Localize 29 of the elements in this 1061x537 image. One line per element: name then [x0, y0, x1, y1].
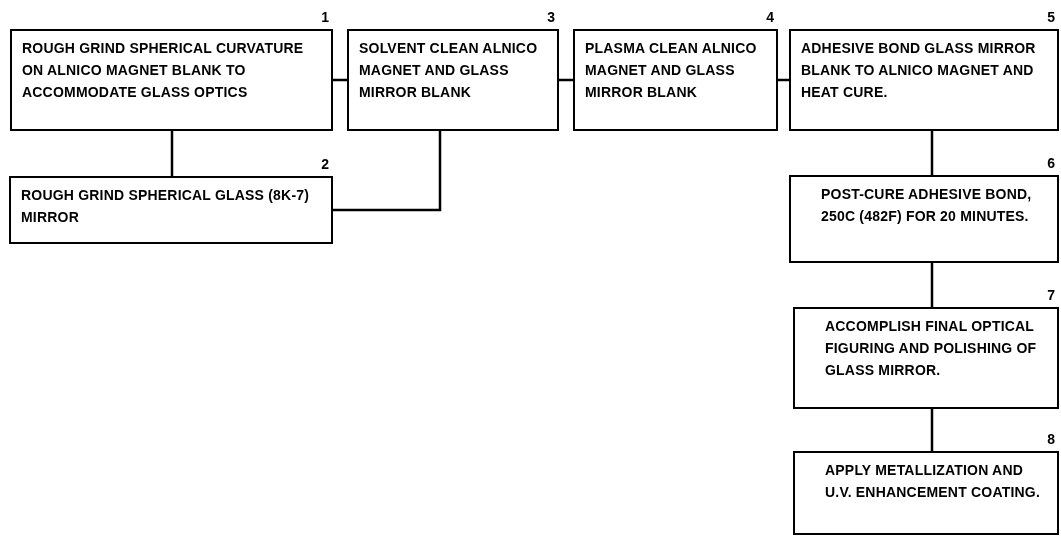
process-box	[793, 307, 1059, 409]
step-number: 3	[547, 9, 555, 25]
step-text: ADHESIVE BOND GLASS MIRROR BLANK TO ALNICO MAGNET AND HEAT CURE.	[801, 39, 1037, 102]
process-box	[793, 451, 1059, 535]
step-text: POST-CURE ADHESIVE BOND, 250C (482F) FOR 20 MINUTES.	[821, 185, 1033, 226]
step-text: ACCOMPLISH FINAL OPTICAL FIGURING AND POLISHING OF GLASS MIRROR.	[825, 317, 1038, 380]
step-text: APPLY METALLIZATION AND U.V. ENHANCEMENT COATING.	[825, 461, 1041, 502]
step-number: 8	[1047, 431, 1055, 447]
connector-line	[170, 131, 174, 176]
step-number: 1	[321, 9, 329, 25]
step-text: ROUGH GRIND SPHERICAL GLASS (8K-7) MIRROR	[21, 186, 311, 227]
process-box	[10, 29, 333, 131]
process-box	[573, 29, 778, 131]
process-box	[9, 176, 333, 244]
step-number: 6	[1047, 155, 1055, 171]
connector-line	[333, 131, 442, 212]
process-box	[347, 29, 559, 131]
connector-line	[930, 131, 934, 175]
step-number: 5	[1047, 9, 1055, 25]
process-box	[789, 175, 1059, 263]
connector-line	[930, 409, 934, 451]
step-text: PLASMA CLEAN ALNICO MAGNET AND GLASS MIRROR BLANK	[585, 39, 758, 102]
step-number: 2	[321, 156, 329, 172]
step-number: 7	[1047, 287, 1055, 303]
process-box	[789, 29, 1059, 131]
step-number: 4	[766, 9, 774, 25]
connector-line	[930, 263, 934, 307]
step-text: SOLVENT CLEAN ALNICO MAGNET AND GLASS MIRROR BLANK	[359, 39, 539, 102]
step-text: ROUGH GRIND SPHERICAL CURVATURE ON ALNICO MAGNET BLANK TO ACCOMMODATE GLASS OPTICS	[22, 39, 305, 102]
